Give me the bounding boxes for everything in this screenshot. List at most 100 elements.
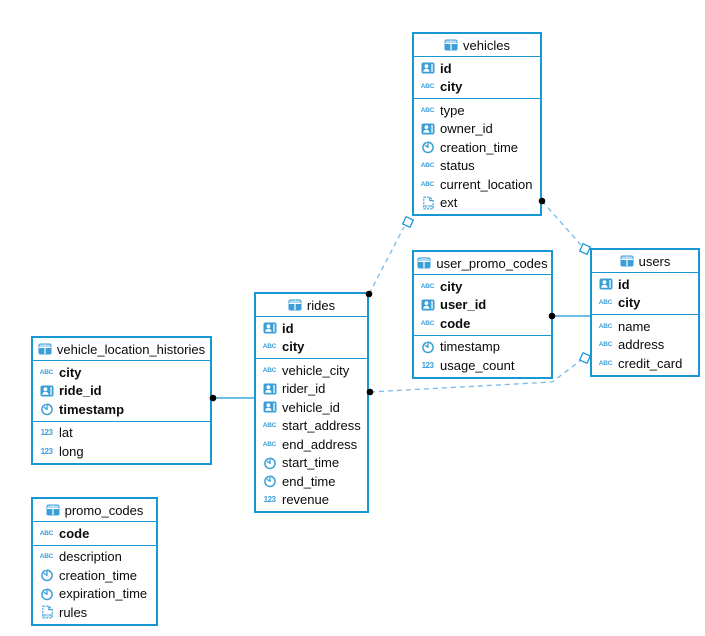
column-label: city	[440, 79, 463, 95]
column-label: user_id	[440, 297, 487, 313]
primary-key-section: ABC code	[33, 522, 156, 545]
primary-key-section: ABC city ride_id timestamp	[33, 361, 210, 421]
primary-key-section: id ABC city	[256, 317, 367, 358]
abc-text-icon: ABC	[420, 282, 435, 290]
table-vehicle_location_histories[interactable]: vehicle_location_histories ABC city ride…	[31, 336, 212, 465]
column-row-city[interactable]: ABC city	[592, 294, 698, 313]
column-row-end_time[interactable]: end_time	[256, 472, 367, 491]
table-name: promo_codes	[64, 502, 144, 518]
abc-text-icon: ABC	[420, 83, 435, 91]
column-row-vehicle_city[interactable]: ABC vehicle_city	[256, 361, 367, 380]
column-row-rider_id[interactable]: rider_id	[256, 380, 367, 399]
column-row-id[interactable]: id	[414, 59, 540, 78]
column-row-ext[interactable]: JSON ext	[414, 194, 540, 213]
clock-icon	[261, 455, 278, 470]
column-row-expiration_time[interactable]: expiration_time	[33, 585, 156, 604]
json-doc-icon: JSON	[419, 196, 436, 210]
numeric-123-icon: 123	[40, 428, 53, 438]
table-name: vehicles	[463, 37, 510, 53]
table-promo_codes[interactable]: promo_codes ABC code ABC description cre…	[31, 497, 158, 626]
columns-section: timestamp 123 usage_count	[414, 334, 551, 377]
primary-key-section: id ABC city	[414, 57, 540, 98]
svg-text:JSON: JSON	[41, 613, 52, 618]
column-label: ext	[440, 195, 458, 211]
table-rides[interactable]: rides id ABC city ABC vehicle_city rider	[254, 292, 369, 513]
numeric-123-icon: 123	[263, 495, 276, 505]
column-row-long[interactable]: 123 long	[33, 442, 210, 461]
id-badge-icon	[38, 384, 55, 398]
table-icon	[417, 257, 431, 269]
column-row-rules[interactable]: JSON rules	[33, 603, 156, 622]
relationship-line-rides-users[interactable]	[369, 360, 581, 393]
table-header[interactable]: promo_codes	[33, 499, 156, 522]
column-row-type[interactable]: ABC type	[414, 101, 540, 120]
clock-icon	[38, 402, 55, 416]
columns-section: ABC type owner_id creation_time ABC stat…	[414, 98, 540, 214]
table-icon	[46, 504, 60, 516]
column-row-city[interactable]: ABC city	[414, 277, 551, 296]
column-row-city[interactable]: ABC city	[414, 78, 540, 97]
column-row-address[interactable]: ABC address	[592, 336, 698, 355]
numeric-123-icon: 123	[40, 446, 53, 456]
column-label: rider_id	[282, 381, 326, 397]
table-user_promo_codes[interactable]: user_promo_codes ABC city user_id ABC co…	[412, 250, 553, 379]
relationship-line-rides-vehicles[interactable]	[368, 226, 405, 295]
column-row-creation_time[interactable]: creation_time	[33, 566, 156, 585]
column-row-start_time[interactable]: start_time	[256, 454, 367, 473]
column-label: credit_card	[618, 355, 683, 371]
column-label: type	[440, 102, 465, 118]
column-row-credit_card[interactable]: ABC credit_card	[592, 354, 698, 373]
column-row-end_address[interactable]: ABC end_address	[256, 435, 367, 454]
id-badge-icon	[261, 400, 278, 414]
abc-text-icon: ABC	[598, 322, 613, 330]
column-row-timestamp[interactable]: timestamp	[33, 400, 210, 419]
column-row-id[interactable]: id	[592, 275, 698, 294]
table-header[interactable]: vehicles	[414, 34, 540, 57]
primary-key-section: ABC city user_id ABC code	[414, 275, 551, 335]
abc-text-icon: ABC	[262, 343, 277, 351]
column-row-city[interactable]: ABC city	[33, 363, 210, 382]
column-row-current_location[interactable]: ABC current_location	[414, 175, 540, 194]
column-label: code	[59, 525, 90, 541]
numeric-123-icon: 123	[421, 360, 434, 370]
clock-icon	[419, 339, 436, 354]
column-row-revenue[interactable]: 123 revenue	[256, 491, 367, 510]
table-name: rides	[306, 297, 336, 313]
column-row-code[interactable]: ABC code	[414, 314, 551, 333]
table-header[interactable]: users	[592, 250, 698, 273]
column-row-creation_time[interactable]: creation_time	[414, 138, 540, 157]
column-row-description[interactable]: ABC description	[33, 548, 156, 567]
column-row-lat[interactable]: 123 lat	[33, 424, 210, 443]
column-row-start_address[interactable]: ABC start_address	[256, 417, 367, 436]
column-label: city	[59, 364, 82, 380]
column-label: city	[618, 295, 641, 311]
column-label: lat	[59, 425, 73, 441]
column-row-ride_id[interactable]: ride_id	[33, 382, 210, 401]
table-vehicles[interactable]: vehicles id ABC city ABC type owner_id	[412, 32, 542, 216]
column-row-vehicle_id[interactable]: vehicle_id	[256, 398, 367, 417]
column-row-id[interactable]: id	[256, 319, 367, 338]
table-header[interactable]: vehicle_location_histories	[33, 338, 210, 361]
column-label: address	[618, 337, 665, 353]
columns-section: ABC description creation_time expiration…	[33, 544, 156, 624]
table-header[interactable]: user_promo_codes	[414, 252, 551, 275]
relationship-line-vehicles-users[interactable]	[541, 200, 582, 246]
column-label: ride_id	[59, 383, 102, 399]
column-label: id	[440, 60, 452, 76]
column-label: creation_time	[440, 139, 519, 155]
column-row-owner_id[interactable]: owner_id	[414, 120, 540, 139]
column-row-code[interactable]: ABC code	[33, 524, 156, 543]
column-label: status	[440, 158, 475, 174]
column-row-user_id[interactable]: user_id	[414, 296, 551, 315]
column-row-city[interactable]: ABC city	[256, 338, 367, 357]
column-row-timestamp[interactable]: timestamp	[414, 338, 551, 357]
column-label: rules	[59, 604, 88, 620]
table-header[interactable]: rides	[256, 294, 367, 317]
table-users[interactable]: users id ABC city ABC name ABC address A…	[590, 248, 700, 377]
column-row-usage_count[interactable]: 123 usage_count	[414, 356, 551, 375]
column-row-status[interactable]: ABC status	[414, 157, 540, 176]
column-label: end_time	[282, 473, 336, 489]
column-row-name[interactable]: ABC name	[592, 317, 698, 336]
